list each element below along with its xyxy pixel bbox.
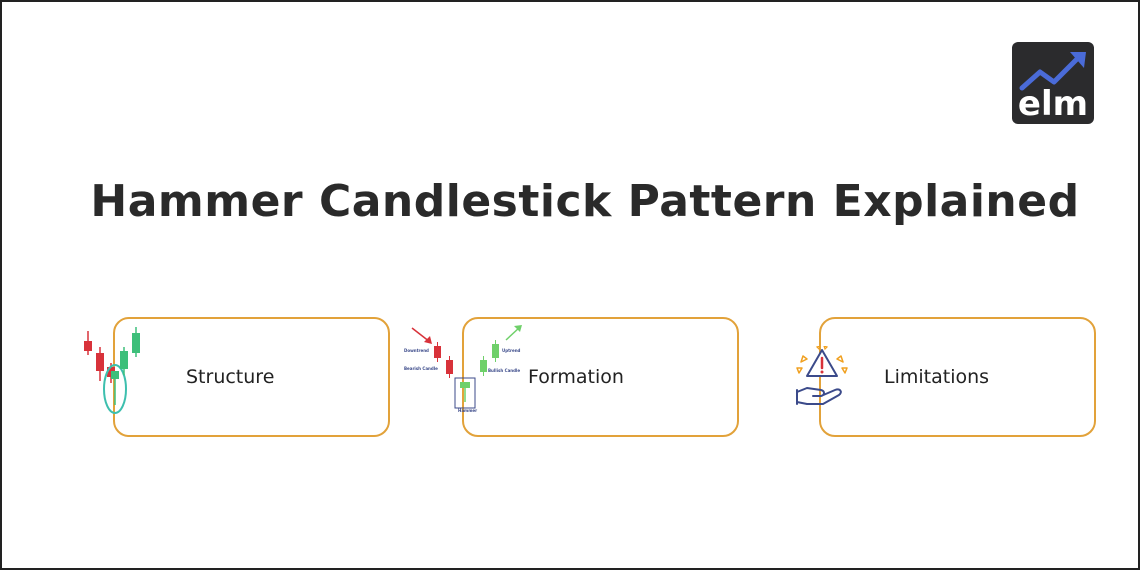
card-label-formation: Formation (528, 366, 624, 388)
label-downtrend: Downtrend (404, 348, 429, 353)
label-hammer: Hammer (458, 408, 477, 413)
card-structure[interactable]: Structure (113, 317, 390, 437)
formation-diagram-icon: Downtrend Bearish Candle Hammer Bullish … (404, 325, 522, 413)
trend-arrow-icon: elm (1018, 52, 1088, 124)
hammer-candlestick-chart-icon (84, 327, 140, 414)
warning-hand-icon (796, 346, 848, 405)
page-title: Hammer Candlestick Pattern Explained (90, 176, 1080, 227)
label-uptrend: Uptrend (502, 348, 521, 353)
card-label-structure: Structure (186, 366, 275, 388)
card-label-limitations: Limitations (884, 366, 990, 388)
card-limitations[interactable]: Limitations (819, 317, 1096, 437)
label-bearish-candle: Bearish Candle (404, 366, 438, 371)
label-bullish-candle: Bullish Candle (488, 368, 520, 373)
logo-text: elm (1018, 84, 1088, 124)
card-formation[interactable]: Formation (462, 317, 739, 437)
brand-logo[interactable]: elm (1012, 42, 1094, 124)
